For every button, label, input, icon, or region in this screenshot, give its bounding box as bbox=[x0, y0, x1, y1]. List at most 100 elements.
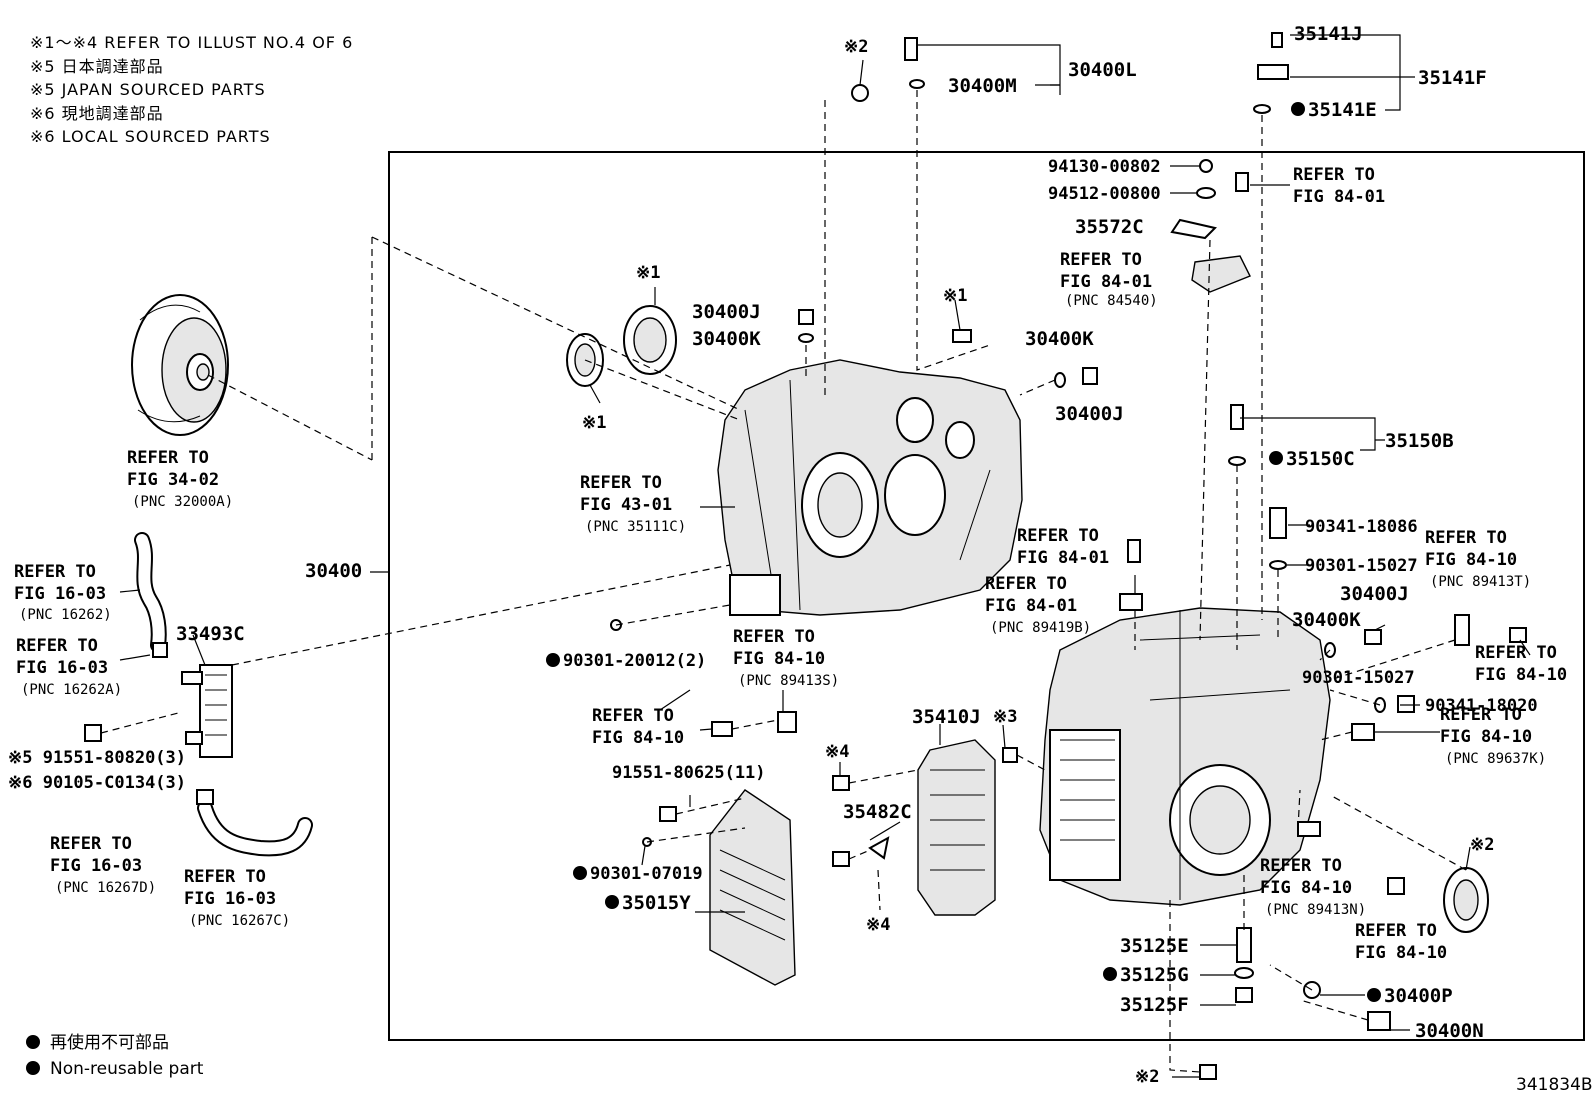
label-91551-80625: 91551-80625(11) bbox=[612, 763, 766, 783]
label-30400J-c: 30400J bbox=[1340, 583, 1409, 605]
refer-84-10-pnc-89637K: REFER TO FIG 84-10 (PNC 89637K) bbox=[1440, 705, 1546, 767]
bolt-refer-bottom bbox=[1387, 877, 1405, 895]
svg-text:REFER TO: REFER TO bbox=[1355, 921, 1437, 941]
legend-en: Non-reusable part bbox=[50, 1059, 204, 1079]
refer-16-03-c: REFER TO FIG 16-03 (PNC 16267D) bbox=[50, 834, 156, 896]
mark-3: ※3 bbox=[993, 707, 1017, 727]
non-reusable-dot-35150C bbox=[1269, 451, 1283, 465]
label-30400N: 30400N bbox=[1415, 1020, 1484, 1042]
non-reusable-dot-90301-07019 bbox=[573, 866, 587, 880]
svg-text:REFER TO: REFER TO bbox=[1017, 526, 1099, 546]
svg-text:(PNC 16267D): (PNC 16267D) bbox=[55, 880, 156, 896]
bolt-m1 bbox=[952, 329, 972, 343]
oil-pan-drawing bbox=[709, 789, 796, 986]
svg-text:(PNC 32000A): (PNC 32000A) bbox=[132, 494, 233, 510]
svg-text:FIG 84-01: FIG 84-01 bbox=[1293, 187, 1385, 207]
label-35141E: 35141E bbox=[1308, 99, 1377, 121]
non-reusable-dot-30400P bbox=[1367, 988, 1381, 1002]
svg-text:(PNC 16262A): (PNC 16262A) bbox=[21, 682, 122, 698]
mark-1-bolt: ※1 bbox=[943, 286, 967, 306]
label-30400J-b: 30400J bbox=[1055, 403, 1124, 425]
refer-16-03-b: REFER TO FIG 16-03 (PNC 16262A) bbox=[16, 636, 122, 698]
lever-35572C bbox=[1170, 218, 1217, 240]
svg-text:REFER TO: REFER TO bbox=[127, 448, 209, 468]
svg-text:(PNC 16262): (PNC 16262) bbox=[19, 607, 112, 623]
legend: 再使用不可部品 Non-reusable part bbox=[26, 1032, 204, 1079]
label-30400P: 30400P bbox=[1384, 985, 1453, 1007]
svg-text:REFER TO: REFER TO bbox=[580, 473, 662, 493]
refer-84-01-pnc-84540: REFER TO FIG 84-01 (PNC 84540) bbox=[1060, 250, 1158, 309]
note-2: ※5 日本調達部品 bbox=[30, 57, 164, 76]
mark-2-seal: ※2 bbox=[1470, 835, 1494, 855]
note-1: ※1～※4 REFER TO ILLUST NO.4 OF 6 bbox=[30, 33, 353, 52]
hose-lower-drawing bbox=[196, 789, 313, 857]
non-reusable-dot-35125G bbox=[1103, 967, 1117, 981]
plug-30400J-c bbox=[1364, 629, 1382, 645]
svg-text:FIG 84-01: FIG 84-01 bbox=[1017, 548, 1109, 568]
refer-blocks: REFER TO FIG 84-01 REFER TO FIG 84-01 (P… bbox=[14, 165, 1567, 963]
legend-dot-jp bbox=[26, 1035, 40, 1049]
svg-text:REFER TO: REFER TO bbox=[592, 706, 674, 726]
gasket-30400K-a bbox=[798, 333, 814, 343]
nut-94130 bbox=[1199, 159, 1213, 173]
non-reusable-dot-35015Y bbox=[605, 895, 619, 909]
speed-sensor-mid bbox=[1230, 404, 1244, 430]
label-90105-C0134: ※6 90105-C0134(3) bbox=[8, 773, 186, 793]
svg-text:FIG 84-10: FIG 84-10 bbox=[1425, 550, 1517, 570]
mark-2-top: ※2 bbox=[844, 37, 868, 57]
svg-text:FIG 84-10: FIG 84-10 bbox=[1260, 878, 1352, 898]
label-90301-07019: 90301-07019 bbox=[590, 864, 703, 884]
svg-text:FIG 34-02: FIG 34-02 bbox=[127, 470, 219, 490]
bolt-refer-top bbox=[1235, 172, 1249, 192]
assembly-lines bbox=[100, 90, 1467, 1073]
mark-4-lower: ※4 bbox=[866, 915, 890, 935]
label-35150B: 35150B bbox=[1385, 430, 1454, 452]
label-90301-15027-b: 90301-15027 bbox=[1302, 668, 1415, 688]
leader-lines bbox=[119, 34, 1531, 1078]
label-35482C: 35482C bbox=[843, 801, 912, 823]
bolt-refer-left bbox=[711, 721, 733, 737]
breather-gasket bbox=[909, 79, 925, 89]
sensor-o-ring bbox=[1253, 104, 1271, 114]
svg-text:REFER TO: REFER TO bbox=[14, 562, 96, 582]
refer-84-01-mid: REFER TO FIG 84-01 bbox=[1017, 526, 1109, 568]
oil-cooler-drawing bbox=[181, 664, 233, 758]
refer-84-01-top: REFER TO FIG 84-01 bbox=[1293, 165, 1385, 207]
svg-text:REFER TO: REFER TO bbox=[1260, 856, 1342, 876]
label-90341-18020: 90341-18020 bbox=[1425, 696, 1538, 716]
refer-16-03-d: REFER TO FIG 16-03 (PNC 16267C) bbox=[184, 867, 290, 929]
label-35141F: 35141F bbox=[1418, 67, 1487, 89]
sensor-89413T bbox=[1454, 614, 1470, 646]
svg-text:FIG 16-03: FIG 16-03 bbox=[184, 889, 276, 909]
washer-94512 bbox=[1196, 187, 1216, 199]
svg-text:(PNC 84540): (PNC 84540) bbox=[1065, 293, 1158, 309]
non-reusable-dot-35141E bbox=[1291, 102, 1305, 116]
bolt-91551-80820 bbox=[84, 724, 102, 742]
label-35410J: 35410J bbox=[912, 706, 981, 728]
refer-43-01: REFER TO FIG 43-01 (PNC 35111C) bbox=[580, 473, 686, 535]
svg-text:(PNC 89637K): (PNC 89637K) bbox=[1445, 751, 1546, 767]
svg-text:REFER TO: REFER TO bbox=[985, 574, 1067, 594]
valve-body-drawing bbox=[917, 739, 996, 916]
svg-text:FIG 84-01: FIG 84-01 bbox=[1060, 272, 1152, 292]
label-33493C: 33493C bbox=[176, 623, 245, 645]
small-parts bbox=[84, 32, 1527, 1080]
sensor-o-ring-mid bbox=[1228, 456, 1246, 466]
svg-text:REFER TO: REFER TO bbox=[16, 636, 98, 656]
plug-30400J-b bbox=[1082, 367, 1098, 385]
refer-84-10-pnc-89413S: REFER TO FIG 84-10 (PNC 89413S) bbox=[733, 627, 839, 689]
svg-text:REFER TO: REFER TO bbox=[50, 834, 132, 854]
label-30400J-a: 30400J bbox=[692, 301, 761, 323]
svg-text:FIG 43-01: FIG 43-01 bbox=[580, 495, 672, 515]
svg-text:(PNC 89413T): (PNC 89413T) bbox=[1430, 574, 1531, 590]
svg-text:FIG 16-03: FIG 16-03 bbox=[16, 658, 108, 678]
sensor-89413N bbox=[1297, 821, 1321, 837]
svg-text:(PNC 89413N): (PNC 89413N) bbox=[1265, 902, 1366, 918]
refer-84-10-pnc-89413T: REFER TO FIG 84-10 (PNC 89413T) bbox=[1425, 528, 1531, 590]
refer-84-10-right: REFER TO FIG 84-10 bbox=[1475, 643, 1567, 685]
bolt-91551-80625 bbox=[659, 806, 677, 822]
sensor-89637K bbox=[1351, 723, 1375, 741]
plate-35482C bbox=[868, 836, 890, 860]
refer-84-10-pnc-89413N: REFER TO FIG 84-10 (PNC 89413N) bbox=[1260, 856, 1366, 918]
label-35125G: 35125G bbox=[1120, 964, 1189, 986]
